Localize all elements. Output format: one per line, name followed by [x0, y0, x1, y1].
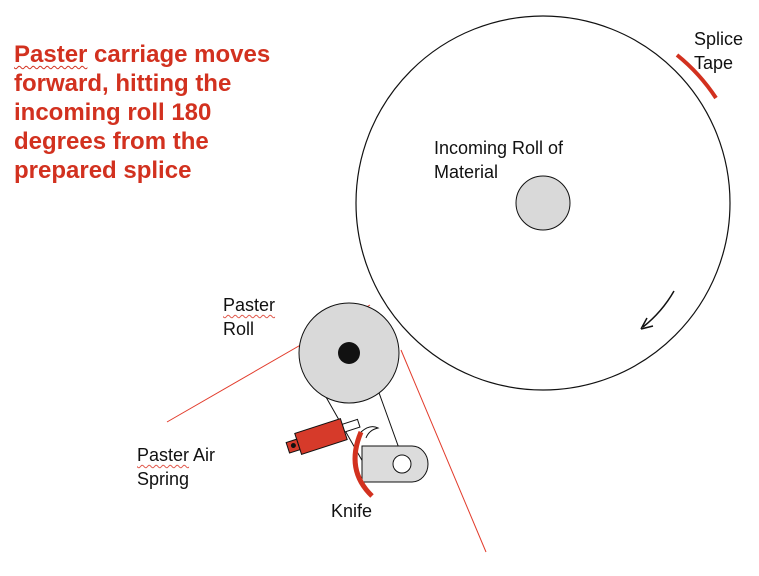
headline-line-3: incoming roll 180 [14, 99, 212, 126]
incoming-roll-core [515, 175, 571, 231]
headline-line-4: degrees from the [14, 128, 209, 155]
guide-line-right [400, 349, 487, 553]
curved-arrow-icon [640, 290, 675, 330]
air-spring-actuator [285, 418, 361, 456]
paster-air-spring-label: Paster Air Spring [137, 445, 216, 489]
splice-tape-mark [675, 53, 718, 100]
paster-roll-hub [338, 342, 360, 364]
splice-tape-label: Splice Tape [694, 29, 744, 73]
headline-line-2: forward, hitting the [14, 70, 232, 97]
headline-line-5: prepared splice [14, 157, 192, 184]
pivot-hole [392, 454, 412, 474]
knife-tip [360, 426, 380, 439]
paster-roll-label: Paster Roll [223, 295, 276, 339]
headline-line-1: Paster carriage moves [14, 41, 271, 68]
incoming-roll-label: Incoming Roll of Material [434, 138, 564, 182]
knife-blade [352, 431, 374, 498]
knife-label: Knife [331, 501, 373, 521]
headline: Paster carriage moves forward, hitting t… [14, 40, 334, 185]
